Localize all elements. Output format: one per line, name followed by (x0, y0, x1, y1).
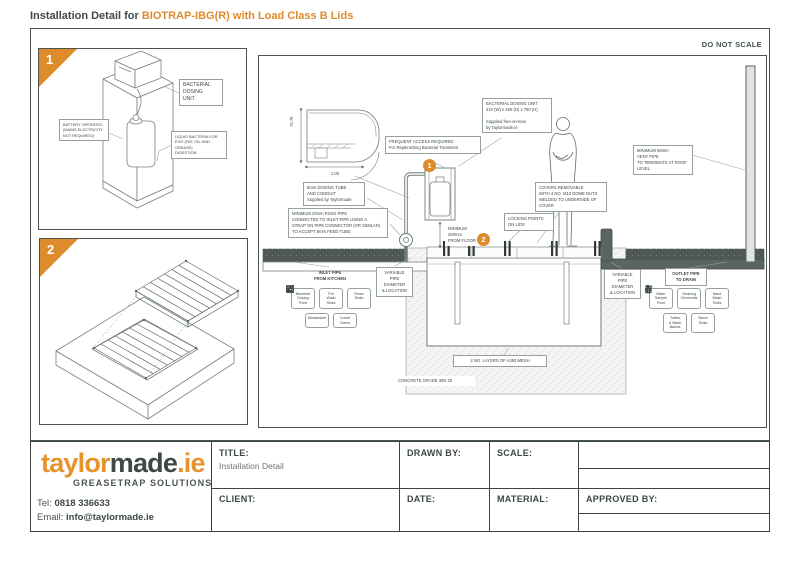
outlet-group-title: OUTLET PIPE TO DRAIN (665, 268, 707, 286)
detail-2-number: 2 (47, 242, 55, 257)
tel-number: 0818 336633 (54, 498, 110, 509)
outlet-source-label: Hand Wash Sinks (712, 291, 722, 305)
page-title-product: BIOTRAP-IBG(R) with Load Class B Lids (141, 10, 354, 22)
main-installation-drawing: BACTERIAL DOSING UNIT 410 (W) x 260 (D) … (258, 55, 767, 428)
outlet-source-label: Sluice Sinks (698, 316, 708, 325)
outlet-source-card: Cleaning Chemicals (645, 285, 701, 309)
outlet-source-card: Toilets & Wash Basins (645, 284, 687, 334)
scale-field-label: SCALE: (497, 448, 533, 458)
client-field-label: CLIENT: (219, 494, 256, 504)
dosing-tube-label: 8mm DOSING TUBE AND CONDUIT Supplied by … (303, 182, 365, 206)
inlet-source-card: Combi Ovens (286, 285, 357, 329)
locking-points-label: LOCKING POINTS ON LIDS (504, 213, 554, 231)
inlet-sources-group: Bacterial Dosing Point Pot Wash Sinks Ri… (285, 284, 377, 329)
outlet-source-label: Toilets & Wash Basins (668, 316, 682, 330)
dosing-unit-label: BACTERIAL DOSING UNIT (179, 79, 223, 106)
mesh-label: 2 NO. LAYERS OF A393 MESH (453, 355, 547, 367)
vent-pipe-label: MINIMUM 50mm VENT PIPE TO TERMINATE AT R… (633, 145, 693, 175)
variable-pipe-right-label: VARIABLE PIPE DIAMETER & LOCATION (604, 269, 641, 299)
sluice-sink-icon (644, 285, 653, 294)
company-tagline: GREASETRAP SOLUTIONS (73, 478, 213, 488)
width-dimension: 1.00 (330, 171, 340, 176)
phone-contact: Tel: 0818 336633 (37, 498, 110, 509)
page-title: Installation Detail for BIOTRAP-IBG(R) w… (30, 10, 353, 22)
inlet-source-label: Pot Wash Sinks (326, 291, 336, 305)
sheet-border (30, 28, 770, 441)
concrete-grade-label: CONCRETE GRADE 30N 20 (395, 376, 475, 386)
logo-part-taylor: taylor (41, 448, 111, 478)
inlet-source-card: Dishwasher (286, 285, 329, 329)
dosing-unit-isometric-drawing (102, 50, 180, 209)
height-dimension: 74.76 (289, 116, 294, 127)
email-address: info@taylormade.ie (66, 512, 154, 523)
approved-by-field-label: APPROVED BY: (586, 494, 658, 504)
material-field-label: MATERIAL: (497, 494, 549, 504)
title-block-divider (578, 442, 580, 531)
detail-panel-lids: 2 (39, 238, 248, 425)
installation-cross-section (262, 65, 765, 395)
outlet-source-label: Water Sample Point (654, 291, 668, 305)
outlet-sources-group: Water Sample Point Cleaning Chemicals Ha… (643, 284, 735, 334)
inlet-source-label: Dishwasher (307, 316, 327, 321)
rigid-pipe-label: MINIMUM 20mm RIGID PIPE CONNECTED TO INL… (288, 208, 388, 238)
inlet-source-card: Pot Wash Sinks (286, 285, 343, 309)
title-block: taylormade.ie GREASETRAP SOLUTIONS Tel: … (30, 441, 770, 532)
company-logo: taylormade.ie (41, 448, 205, 479)
variable-pipe-left-label: VARIABLE PIPE DIAMETER & LOCATION (376, 267, 413, 297)
inlet-source-label: Combi Ovens (339, 316, 351, 325)
title-block-divider (578, 513, 769, 515)
callout-1-badge: 1 (423, 159, 436, 172)
inlet-group-title: INLET PIPE FROM KITCHEN (313, 270, 347, 281)
battery-operated-label: BATTERY OPERATED (MAINS ELECTRICITY NOT … (59, 119, 109, 142)
email-contact: Email: info@taylormade.ie (37, 512, 154, 523)
title-block-divider (211, 442, 213, 531)
date-field-label: DATE: (407, 494, 436, 504)
title-block-divider (211, 488, 769, 490)
title-field-value: Installation Detail (219, 461, 284, 471)
outlet-source-label: Cleaning Chemicals (680, 291, 698, 301)
liquid-bacteria-label: LIQUID BACTERIA FOR FOG (FAT, OIL AND GR… (171, 131, 227, 159)
covers-removable-label: COVERS REMOVABLE WITH 4 NO. M10 DOME NUT… (535, 182, 607, 212)
logo-part-made: made (109, 448, 178, 478)
outlet-source-card: Hand Wash Sinks (644, 285, 729, 309)
lids-isometric-drawing (55, 259, 240, 420)
title-block-divider (578, 468, 769, 470)
frequent-access-label: FREQUENT ACCESS REQUIRED For Replenishin… (385, 136, 481, 154)
detail-panel-dosing-unit: BACTERIAL DOSING UNIT BATTERY OPERATED (… (38, 48, 247, 230)
inlet-source-card: Rinse Sinks (287, 285, 371, 309)
email-label: Email: (37, 512, 67, 523)
min-floor-label: MINIMUM 200mm FROM FLOOR (445, 224, 483, 246)
tel-label: Tel: (37, 498, 55, 509)
page-title-prefix: Installation Detail for (30, 10, 142, 22)
do-not-scale-note: DO NOT SCALE (701, 40, 762, 49)
title-block-divider (489, 442, 491, 531)
callout-2-badge: 2 (477, 233, 490, 246)
title-field-label: TITLE: (219, 448, 249, 458)
outlet-source-card: Water Sample Point (644, 286, 673, 309)
inlet-source-label: Rinse Sinks (354, 291, 364, 301)
detail-1-number: 1 (46, 52, 54, 67)
drawn-by-field-label: DRAWN BY: (407, 448, 462, 458)
outlet-source-card: Sluice Sinks (644, 285, 715, 334)
dosing-unit-spec-label: BACTERIAL DOSING UNIT 410 (W) x 260 (D) … (482, 98, 552, 134)
combi-oven-icon (286, 285, 294, 293)
logo-part-ie: .ie (177, 448, 205, 478)
title-block-divider (399, 442, 401, 531)
inlet-source-label: Bacterial Dosing Point (296, 291, 310, 305)
